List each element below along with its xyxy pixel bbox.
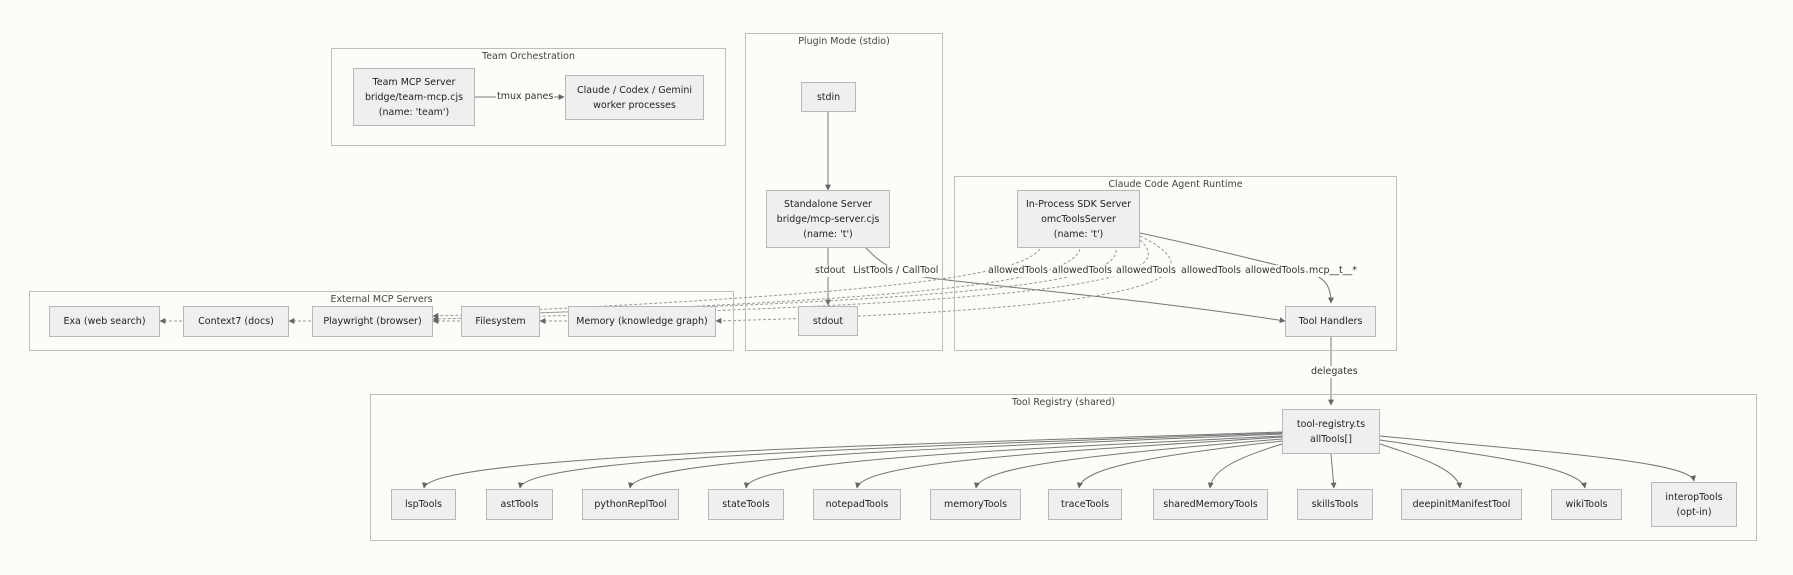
edge-registry-to-skills xyxy=(1330,453,1337,489)
node-wiki-tools: wikiTools xyxy=(1551,489,1622,520)
node-interop-tools: interopTools (opt-in) xyxy=(1651,482,1737,527)
node-lsp-tools: lspTools xyxy=(391,489,456,520)
edge-registry-to-notepad xyxy=(855,436,1283,489)
node-line: stdin xyxy=(816,91,841,103)
node-line: bridge/team-mcp.cjs xyxy=(364,91,464,103)
node-line: memoryTools xyxy=(943,499,1008,510)
edge-label-delegates: delegates xyxy=(1310,366,1359,378)
node-memory-graph: Memory (knowledge graph) xyxy=(568,306,716,337)
edge-registry-to-interop xyxy=(1379,435,1696,482)
node-state-tools: stateTools xyxy=(708,489,784,520)
node-filesystem: Filesystem xyxy=(461,306,540,337)
cluster-title: Team Orchestration xyxy=(482,51,575,62)
node-notepad-tools: notepadTools xyxy=(813,489,901,520)
edge-label-allowed-tools: allowedTools xyxy=(1244,265,1306,277)
cluster-title: Plugin Mode (stdio) xyxy=(798,36,890,47)
edge-sdk-allowed-5 xyxy=(715,235,1172,324)
node-worker-processes: Claude / Codex / Gemini worker processes xyxy=(565,75,704,120)
node-context7: Context7 (docs) xyxy=(183,306,289,337)
node-line: (name: 'team') xyxy=(378,106,450,118)
edge-label-stdout: stdout xyxy=(814,265,847,277)
cluster-title: External MCP Servers xyxy=(330,294,433,305)
node-line: (opt-in) xyxy=(1676,506,1712,518)
node-line: Exa (web search) xyxy=(63,316,146,327)
node-line: Claude / Codex / Gemini xyxy=(576,84,692,96)
edge-registry-to-shared xyxy=(1207,443,1283,489)
node-ast-tools: astTools xyxy=(486,489,553,520)
edge-registry-to-wiki xyxy=(1379,439,1587,489)
edge-registry-to-trace xyxy=(1076,440,1283,489)
node-line: Filesystem xyxy=(475,316,526,327)
cluster-plugin-mode: Plugin Mode (stdio) xyxy=(745,33,943,351)
edge-label-allowed-tools: allowedTools xyxy=(1051,265,1113,277)
node-line: skillsTools xyxy=(1311,499,1359,510)
node-team-mcp-server: Team MCP Server bridge/team-mcp.cjs (nam… xyxy=(353,68,475,126)
node-shared-memory-tools: sharedMemoryTools xyxy=(1153,489,1268,520)
cluster-agent-runtime: Claude Code Agent Runtime xyxy=(954,176,1397,351)
node-line: In-Process SDK Server xyxy=(1025,198,1132,210)
node-tool-registry: tool-registry.ts allTools[] xyxy=(1282,409,1380,454)
node-memory-tools: memoryTools xyxy=(930,489,1021,520)
edge-label-allowed-tools: allowedTools xyxy=(1115,265,1177,277)
edge-label-allowed-tools: allowedTools xyxy=(987,265,1049,277)
node-line: notepadTools xyxy=(825,499,889,510)
cluster-external-mcp: External MCP Servers xyxy=(29,291,734,351)
node-standalone-server: Standalone Server bridge/mcp-server.cjs … xyxy=(766,190,890,248)
node-line: (name: 't') xyxy=(1053,228,1104,240)
node-line: worker processes xyxy=(593,99,676,111)
node-line: Tool Handlers xyxy=(1298,316,1363,327)
node-python-repl-tool: pythonReplTool xyxy=(582,489,679,520)
node-playwright: Playwright (browser) xyxy=(312,306,433,337)
node-stdout: stdout xyxy=(798,306,858,336)
node-line: astTools xyxy=(500,499,539,510)
node-line: interopTools xyxy=(1665,491,1723,503)
cluster-title: Claude Code Agent Runtime xyxy=(1108,179,1243,190)
edge-sdk-allowed-3 xyxy=(432,244,1117,319)
node-line: traceTools xyxy=(1061,499,1109,510)
node-exa: Exa (web search) xyxy=(49,306,160,337)
cluster-tool-registry: Tool Registry (shared) xyxy=(370,394,1757,541)
node-skills-tools: skillsTools xyxy=(1297,489,1373,520)
node-line: wikiTools xyxy=(1565,499,1608,510)
node-line: sharedMemoryTools xyxy=(1163,499,1258,510)
node-line: Context7 (docs) xyxy=(198,316,274,327)
edge-registry-to-ast xyxy=(517,432,1283,489)
edge-registry-to-lsp xyxy=(422,431,1283,489)
edge-sdk-allowed-1 xyxy=(509,248,1041,314)
edge-registry-to-python xyxy=(627,433,1283,489)
node-line: stateTools xyxy=(722,499,770,510)
edge-registry-to-deepinit xyxy=(1379,443,1463,489)
node-trace-tools: traceTools xyxy=(1048,489,1122,520)
node-line: Standalone Server xyxy=(784,198,872,210)
node-line: Playwright (browser) xyxy=(323,316,422,327)
node-line: (name: 't') xyxy=(803,228,853,240)
node-deepinit-manifest-tool: deepinitManifestTool xyxy=(1401,489,1522,520)
node-sdk-server: In-Process SDK Server omcToolsServer (na… xyxy=(1017,190,1140,248)
node-line: allTools[] xyxy=(1310,433,1352,445)
node-line: deepinitManifestTool xyxy=(1412,499,1511,510)
node-line: omcToolsServer xyxy=(1041,213,1116,225)
node-stdin: stdin xyxy=(801,82,856,112)
edge-sdk-allowed-2 xyxy=(509,248,1081,317)
node-line: bridge/mcp-server.cjs xyxy=(776,213,880,225)
edge-label-listtools-calltool: ListTools / CallTool xyxy=(852,265,940,277)
node-line: pythonReplTool xyxy=(594,499,667,510)
edge-label-tmux-panes: tmux panes xyxy=(496,91,555,103)
node-line: Team MCP Server xyxy=(372,76,456,88)
node-line: lspTools xyxy=(404,499,443,510)
cluster-title: Tool Registry (shared) xyxy=(1011,397,1116,408)
node-line: tool-registry.ts xyxy=(1296,418,1366,430)
edge-registry-to-state xyxy=(743,435,1283,489)
edge-registry-to-memorytools xyxy=(974,438,1283,489)
edge-label-mcp-tools: mcp__t__* xyxy=(1308,265,1358,277)
node-line: Memory (knowledge graph) xyxy=(576,316,708,327)
cluster-team-orchestration: Team Orchestration xyxy=(331,48,726,146)
edge-label-allowed-tools: allowedTools xyxy=(1180,265,1242,277)
node-line: stdout xyxy=(812,315,844,327)
node-tool-handlers: Tool Handlers xyxy=(1285,306,1376,337)
